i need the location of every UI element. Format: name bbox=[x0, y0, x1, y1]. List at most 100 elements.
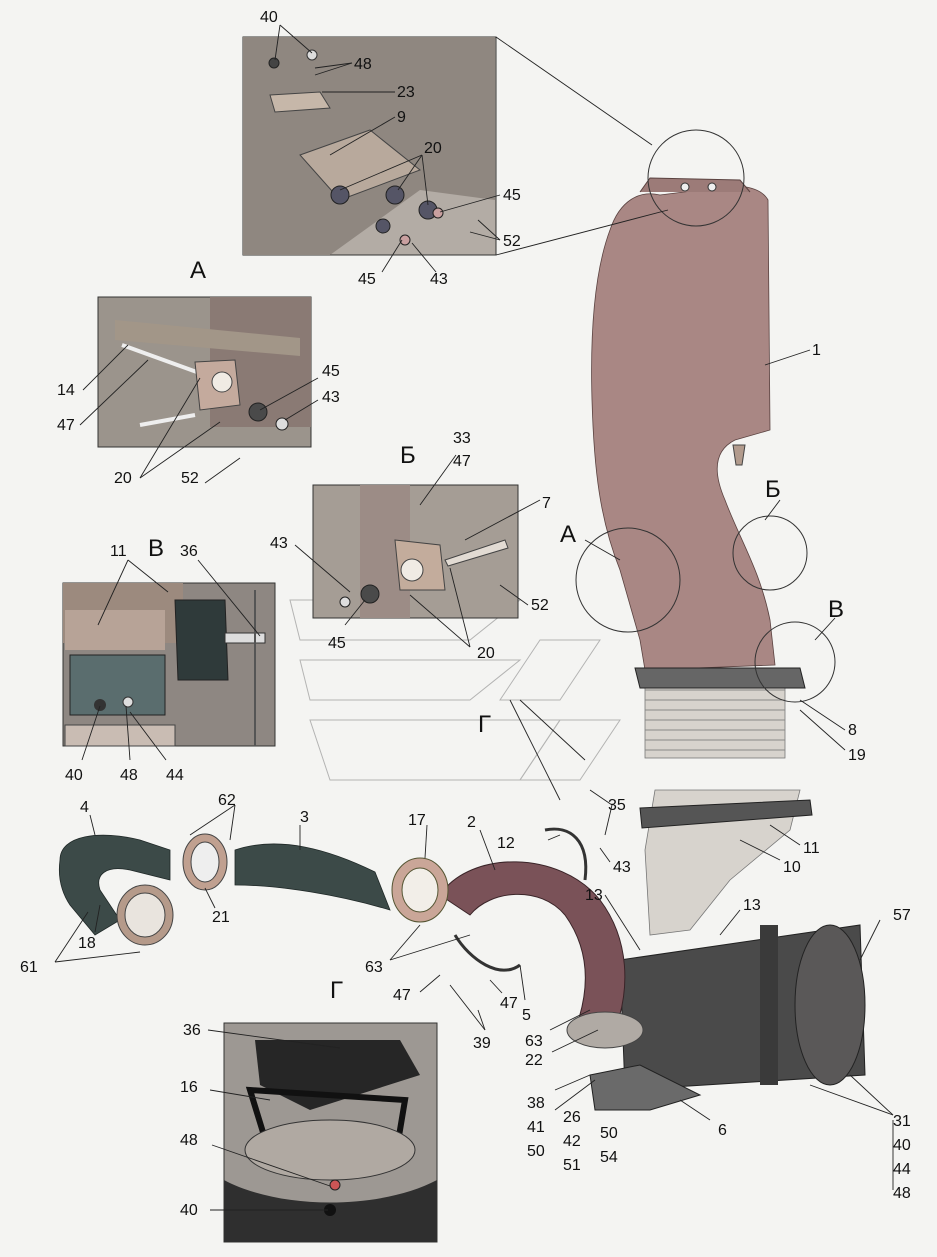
label-38: 38 bbox=[527, 1095, 545, 1112]
label-54: 54 bbox=[600, 1149, 618, 1166]
label-5: 5 bbox=[522, 1007, 531, 1024]
label-50-a: 50 bbox=[527, 1143, 545, 1160]
label-21: 21 bbox=[212, 909, 230, 926]
label-view-g: Г bbox=[478, 711, 491, 738]
label-6: 6 bbox=[718, 1122, 727, 1139]
callout-circle-a bbox=[575, 527, 681, 633]
label-17: 17 bbox=[408, 812, 426, 829]
label-11-v: 11 bbox=[110, 543, 127, 560]
label-14: 14 bbox=[57, 382, 75, 399]
label-47-b: 47 bbox=[453, 453, 471, 470]
support-bracket-6 bbox=[589, 1064, 702, 1111]
inset-g-detail: Г 36 16 48 40 bbox=[180, 977, 438, 1243]
label-50-b: 50 bbox=[600, 1125, 618, 1142]
callout-circle-v bbox=[754, 621, 836, 703]
callout-circle-top bbox=[647, 129, 745, 227]
label-47-b-main: 47 bbox=[500, 995, 518, 1012]
background-watermark-arrows bbox=[289, 599, 621, 781]
label-35: 35 bbox=[608, 797, 626, 814]
label-40-v: 40 bbox=[65, 767, 83, 784]
corrugated-bellows bbox=[634, 667, 806, 759]
inset-g-title: Г bbox=[330, 977, 343, 1004]
elbow-4 bbox=[58, 834, 174, 946]
label-20-b: 20 bbox=[477, 645, 495, 662]
label-9: 9 bbox=[397, 109, 406, 126]
curved-inlet-pipe bbox=[439, 861, 644, 1049]
label-11: 11 bbox=[803, 840, 820, 857]
label-45-a: 45 bbox=[322, 363, 340, 380]
label-48-v: 48 bbox=[120, 767, 138, 784]
label-16: 16 bbox=[180, 1079, 198, 1096]
label-40-g: 40 bbox=[180, 1202, 198, 1219]
inset-a-detail: А 14 47 20 52 45 43 bbox=[57, 257, 340, 487]
label-39: 39 bbox=[473, 1035, 491, 1052]
inset-b-detail: Б 33 47 7 43 45 20 52 bbox=[270, 430, 551, 662]
label-40-top: 40 bbox=[260, 9, 278, 26]
label-63-a: 63 bbox=[365, 959, 383, 976]
clamp-band-5 bbox=[453, 934, 521, 972]
inset-b-title: Б bbox=[400, 442, 416, 469]
label-33: 33 bbox=[453, 430, 471, 447]
label-52-a: 52 bbox=[181, 470, 199, 487]
label-48-top: 48 bbox=[354, 56, 372, 73]
label-44-v: 44 bbox=[166, 767, 184, 784]
label-41: 41 bbox=[527, 1119, 545, 1136]
air-filter-housing bbox=[619, 924, 866, 1091]
inset-a-title: А bbox=[190, 257, 206, 284]
inset-v-detail: В 11 36 40 48 44 bbox=[62, 535, 276, 784]
label-52-b: 52 bbox=[531, 597, 549, 614]
label-57: 57 bbox=[893, 907, 911, 924]
coupling-17 bbox=[391, 857, 449, 923]
label-view-b: Б bbox=[765, 476, 781, 503]
label-43: 43 bbox=[613, 859, 631, 876]
label-45-b: 45 bbox=[328, 635, 346, 652]
label-view-a: А bbox=[560, 521, 576, 548]
label-13-b: 13 bbox=[743, 897, 761, 914]
label-22: 22 bbox=[525, 1052, 543, 1069]
lower-transition-duct bbox=[639, 789, 813, 936]
label-62: 62 bbox=[218, 792, 236, 809]
clamp-12 bbox=[544, 827, 588, 881]
label-48-g: 48 bbox=[180, 1132, 198, 1149]
label-45-top: 45 bbox=[503, 187, 521, 204]
label-20-top: 20 bbox=[424, 140, 442, 157]
label-19: 19 bbox=[848, 747, 866, 764]
label-61: 61 bbox=[20, 959, 38, 976]
label-47-a-main: 47 bbox=[393, 987, 411, 1004]
label-36-g: 36 bbox=[183, 1022, 201, 1039]
label-51: 51 bbox=[563, 1157, 581, 1174]
label-48: 48 bbox=[893, 1185, 911, 1202]
label-52-top: 52 bbox=[503, 233, 521, 250]
label-43-b: 43 bbox=[270, 535, 288, 552]
label-12: 12 bbox=[497, 835, 515, 852]
label-43-top: 43 bbox=[430, 271, 448, 288]
label-7: 7 bbox=[542, 495, 551, 512]
label-43-a: 43 bbox=[322, 389, 340, 406]
label-42: 42 bbox=[563, 1133, 581, 1150]
label-view-v: В bbox=[828, 596, 844, 623]
label-23: 23 bbox=[397, 84, 415, 101]
inset-top-detail: 40 48 23 9 20 45 52 45 43 bbox=[242, 9, 669, 288]
label-31: 31 bbox=[893, 1113, 911, 1130]
label-47-a: 47 bbox=[57, 417, 75, 434]
label-1: 1 bbox=[812, 342, 821, 359]
label-8: 8 bbox=[848, 722, 857, 739]
rubber-hose bbox=[234, 843, 391, 911]
label-3: 3 bbox=[300, 809, 309, 826]
label-44: 44 bbox=[893, 1161, 911, 1178]
label-4: 4 bbox=[80, 799, 89, 816]
label-63-b: 63 bbox=[525, 1033, 543, 1050]
coupling-62 bbox=[182, 833, 228, 891]
label-10: 10 bbox=[783, 859, 801, 876]
main-labels: 1 Б А В 8 19 Г 35 12 43 11 10 13 13 57 4… bbox=[20, 342, 911, 1202]
label-13-a: 13 bbox=[585, 887, 603, 904]
inset-v-title: В bbox=[148, 535, 164, 562]
label-18: 18 bbox=[78, 935, 96, 952]
label-36-v: 36 bbox=[180, 543, 198, 560]
upper-air-duct bbox=[591, 177, 776, 671]
label-26: 26 bbox=[563, 1109, 581, 1126]
callout-circle-b bbox=[732, 515, 808, 591]
label-40: 40 bbox=[893, 1137, 911, 1154]
main-leader-lines bbox=[54, 349, 894, 1190]
